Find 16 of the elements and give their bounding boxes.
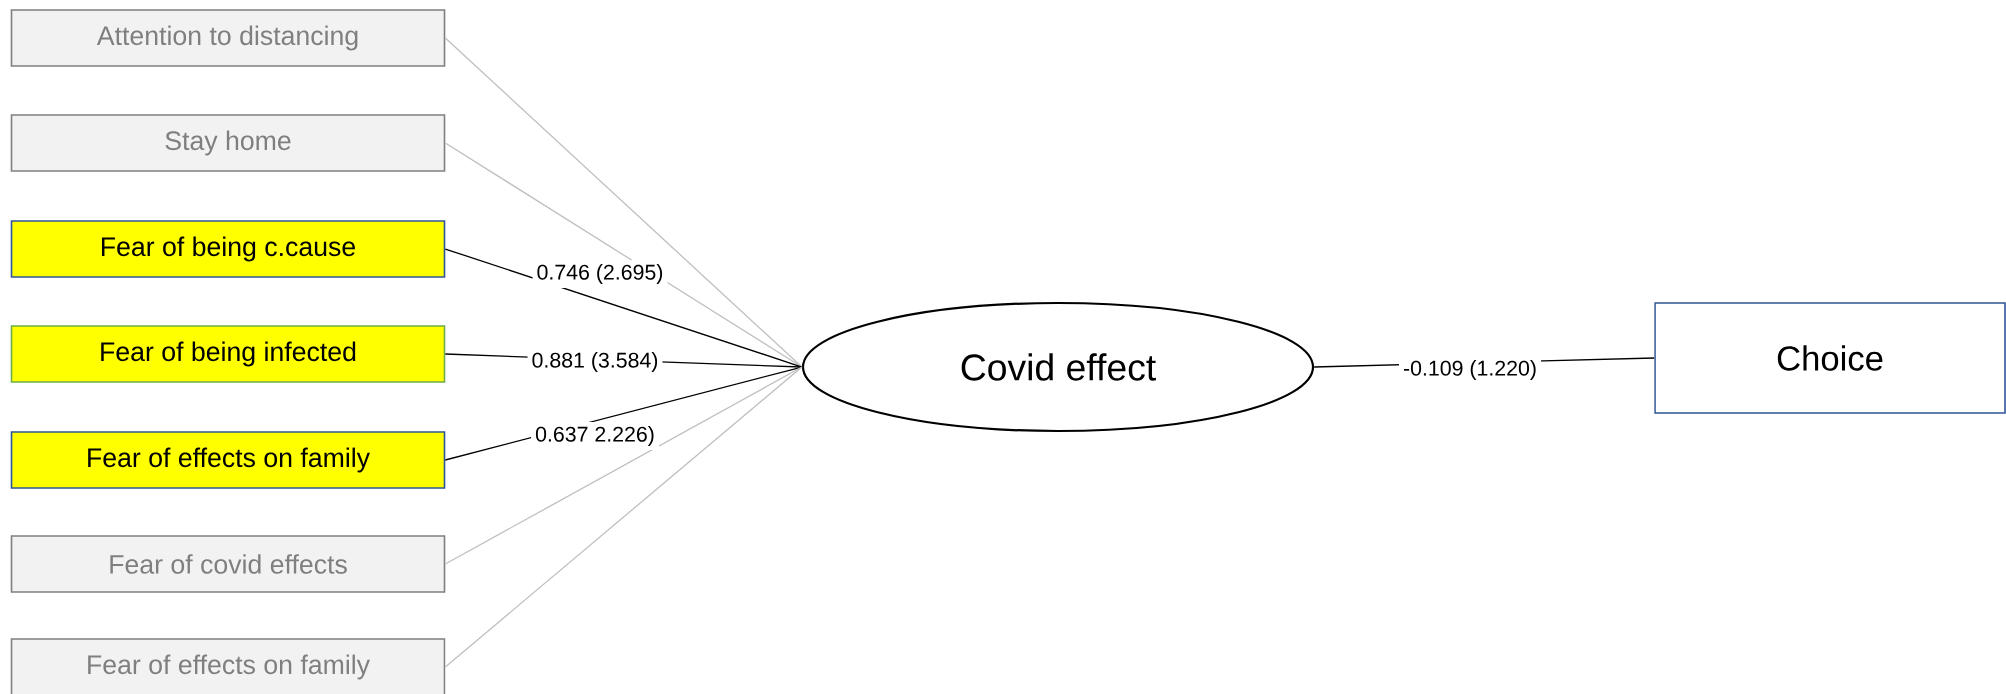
variable-box: Fear of effects on family: [10, 431, 446, 489]
edge-label: 0.881 (3.584): [527, 348, 663, 376]
edge-label: -0.109 (1.220): [1399, 356, 1541, 384]
edge-label: 0.637 2.226): [531, 422, 659, 450]
connector-line: [444, 366, 803, 565]
variable-box: Attention to distancing: [10, 9, 446, 67]
variable-box: Fear of effects on family: [10, 638, 446, 694]
variable-box: Choice: [1654, 302, 2006, 414]
variable-box: Fear of being infected: [10, 325, 446, 383]
connector-line: [444, 37, 803, 368]
connector-line: [444, 366, 803, 668]
connector-line: [444, 142, 803, 368]
variable-box: Fear of being c.cause: [10, 220, 446, 278]
variable-box: Stay home: [10, 114, 446, 172]
edge-label: 0.746 (2.695): [532, 260, 668, 288]
variable-box: Fear of covid effects: [10, 535, 446, 593]
